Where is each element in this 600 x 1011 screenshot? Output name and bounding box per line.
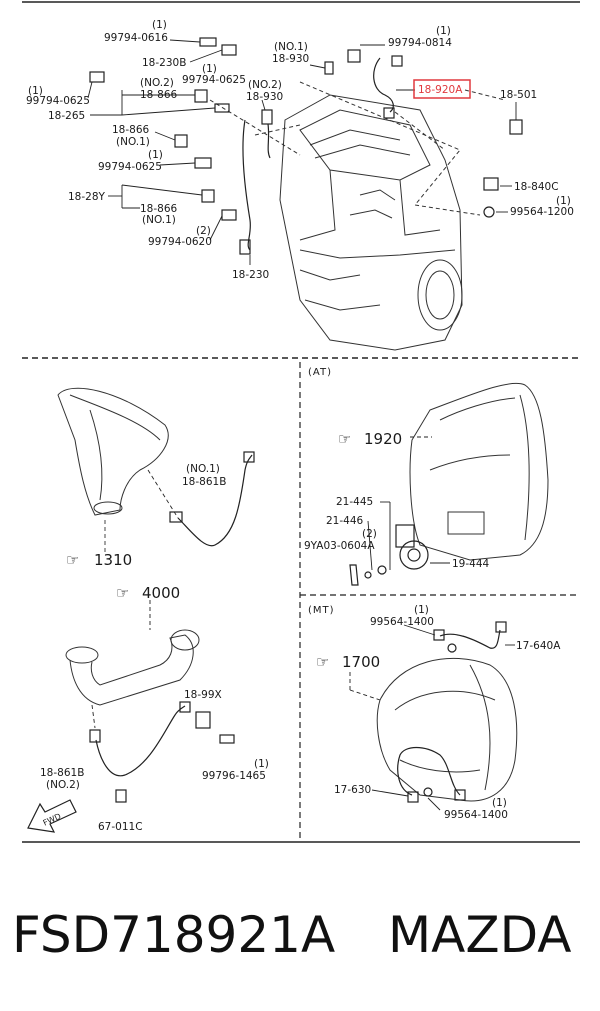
- callout-99796-1465: 99796-1465: [202, 770, 266, 782]
- engine-labels: (1) 99794-0616 18-230B (1) 99794-0625 (N…: [26, 19, 574, 281]
- callout-21-445: 21-445: [336, 496, 373, 508]
- note-no2: (NO.2): [248, 79, 282, 91]
- callout-19-444: 19-444: [452, 558, 490, 570]
- callout-99794-0625: 99794-0625: [182, 74, 246, 86]
- qty-label: (1): [436, 25, 451, 37]
- qty-label: (1): [254, 758, 269, 770]
- manifold-labels: (NO.1) 18-861B ☞ 1310: [66, 463, 226, 569]
- qty-label: (2): [362, 528, 377, 540]
- diagram-frame: [22, 1, 580, 843]
- ref-1700: 1700: [342, 653, 380, 671]
- fwd-arrow: FWD: [27, 799, 77, 833]
- callout-18-28Y: 18-28Y: [68, 191, 106, 203]
- callout-18-930: 18-930: [272, 53, 309, 65]
- note-no2: (NO.2): [140, 77, 174, 89]
- engine-guide-lines: [209, 81, 506, 216]
- callout-18-920A: 18-920A: [418, 84, 463, 96]
- qty-label: (1): [492, 797, 507, 809]
- note-no1: (NO.1): [274, 41, 308, 53]
- ref-1310: 1310: [94, 551, 132, 569]
- callout-99564-1400: 99564-1400: [370, 616, 434, 628]
- pipe-labels: ☞ 4000 18-99X (1) 99796-1465 18-861B (NO…: [40, 584, 269, 833]
- section-mt: (MT): [308, 605, 335, 616]
- note-no1: (NO.1): [116, 136, 150, 148]
- highlight-box: [413, 79, 471, 99]
- at-transmission-illustration: [409, 382, 549, 561]
- callout-18-265: 18-265: [48, 110, 85, 122]
- finger-icon: ☞: [316, 653, 329, 671]
- section-at: (AT): [308, 367, 332, 378]
- callout-99564-1200: 99564-1200: [510, 206, 574, 218]
- exhaust-pipe-illustration: [65, 629, 200, 706]
- callout-17-640A: 17-640A: [516, 640, 561, 652]
- callout-21-446: 21-446: [326, 515, 364, 527]
- callout-99794-0625: 99794-0625: [26, 95, 90, 107]
- at-leader-lines: [367, 436, 450, 571]
- mt-pipe-parts: [397, 621, 507, 803]
- callout-99794-0616: 99794-0616: [104, 32, 168, 44]
- product-caption: FSD718921A MAZDA: [0, 895, 600, 975]
- callout-99794-0620: 99794-0620: [148, 236, 212, 248]
- callout-67-011C: 67-011C: [98, 821, 143, 833]
- callout-18-866: 18-866: [112, 124, 150, 136]
- sensor-18-861b-no1: [147, 451, 255, 547]
- callout-18-501: 18-501: [500, 89, 537, 101]
- brand-name: MAZDA: [388, 906, 572, 964]
- at-sensor-parts: [349, 524, 429, 586]
- fwd-label: FWD: [42, 812, 63, 828]
- note-no1: (NO.1): [186, 463, 220, 475]
- qty-label: (2): [196, 225, 211, 237]
- mt-labels: (MT) (1) 99564-1400 17-640A ☞ 1700 17-63…: [308, 604, 561, 821]
- callout-99564-1400: 99564-1400: [444, 809, 508, 821]
- callout-18-930: 18-930: [246, 91, 283, 103]
- qty-label: (1): [414, 604, 429, 616]
- parts-diagram: (1) 99794-0616 18-230B (1) 99794-0625 (N…: [22, 1, 580, 843]
- callout-99794-0814: 99794-0814: [388, 37, 452, 49]
- callout-18-99X: 18-99X: [184, 689, 222, 701]
- part-number: FSD718921A: [12, 906, 336, 964]
- engine-leader-lines: [87, 39, 517, 265]
- note-no1: (NO.1): [142, 214, 176, 226]
- callout-18-866: 18-866: [140, 89, 178, 101]
- ref-4000: 4000: [142, 584, 180, 602]
- finger-icon: ☞: [66, 551, 79, 569]
- qty-label: (1): [202, 63, 217, 75]
- qty-label: (1): [152, 19, 167, 31]
- mt-leader-lines: [349, 624, 515, 811]
- callout-18-230: 18-230: [232, 269, 269, 281]
- callout-18-861B: 18-861B: [182, 476, 226, 488]
- callout-18-230B: 18-230B: [142, 57, 186, 69]
- callout-18-861B: 18-861B: [40, 767, 84, 779]
- callout-99794-0625: 99794-0625: [98, 161, 162, 173]
- sensor-18-861b-no2: [89, 600, 235, 803]
- qty-label: (1): [148, 149, 163, 161]
- at-labels: (AT) ☞ 1920 21-445 21-446 (2) 9YA03-0604…: [304, 367, 490, 570]
- callout-9YA03-0604A: 9YA03-0604A: [304, 540, 375, 552]
- exhaust-manifold-illustration: [57, 387, 169, 516]
- callout-18-866: 18-866: [140, 203, 178, 215]
- callout-18-840C: 18-840C: [514, 181, 559, 193]
- finger-icon: ☞: [116, 584, 129, 602]
- ref-1920: 1920: [364, 430, 402, 448]
- engine-block-illustration: [279, 94, 463, 351]
- finger-icon: ☞: [338, 430, 351, 448]
- note-no2: (NO.2): [46, 779, 80, 791]
- callout-17-630: 17-630: [334, 784, 371, 796]
- qty-label: (1): [28, 85, 43, 97]
- qty-label: (1): [556, 195, 571, 207]
- mt-transmission-illustration: [376, 658, 518, 802]
